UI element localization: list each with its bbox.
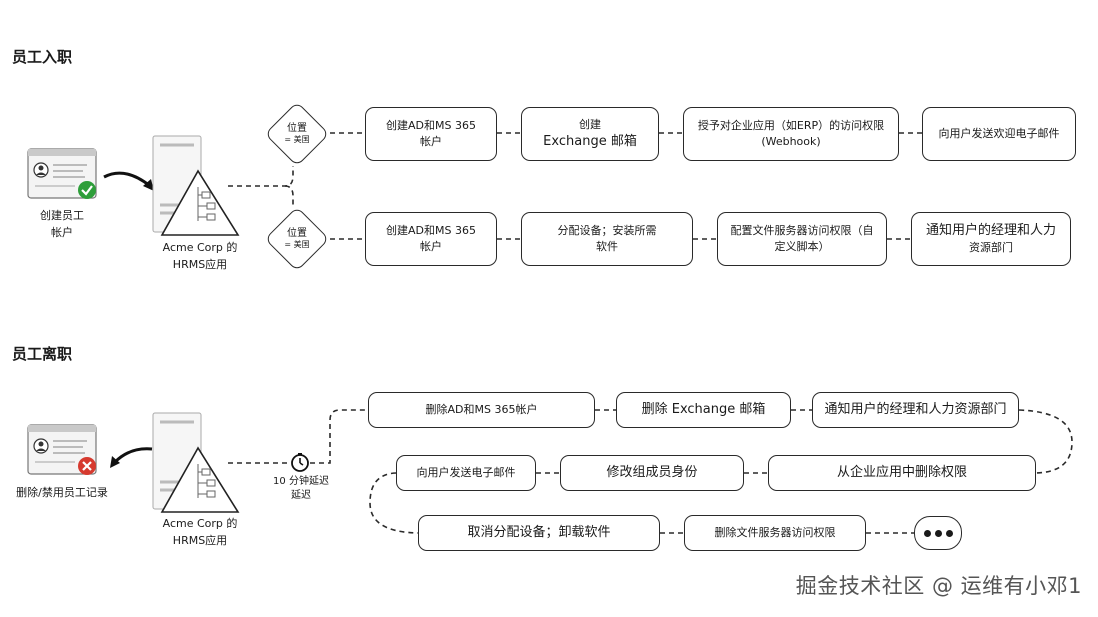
onboarding-title: 员工入职 (12, 48, 73, 66)
send-welcome-email-step: 向用户发送欢迎电子邮件 (922, 107, 1076, 161)
delete-file-server-access-step: 删除文件服务器访问权限 (684, 515, 866, 551)
hrms-app-label-2: Acme Corp 的 HRMS应用 (162, 517, 238, 547)
location-decision-2: 位置 = 美国 (264, 206, 330, 272)
send-email-step: 向用户发送电子邮件 (396, 455, 536, 491)
create-employee-label: 创建员工 帐户 (40, 209, 84, 239)
delete-ad-ms365-account-step: 删除AD和MS 365帐户 (368, 392, 595, 428)
assign-device-install-software-step: 分配设备；安装所需软件 (521, 212, 693, 266)
location-decision-1: 位置 = 美国 (264, 101, 330, 167)
employee-card-cross-icon (27, 424, 97, 475)
employee-card-check-icon (27, 148, 97, 199)
unassign-device-uninstall-software-step: 取消分配设备；卸载软件 (418, 515, 660, 551)
offboarding-title: 员工离职 (12, 345, 73, 363)
notify-manager-hr-step-2: 通知用户的经理和人力资源部门 (812, 392, 1019, 428)
more-steps-ellipsis-icon (914, 516, 962, 550)
delete-employee-label: 删除/禁用员工记录 (16, 486, 108, 499)
modify-group-membership-step: 修改组成员身份 (560, 455, 744, 491)
delete-exchange-mailbox-step: 删除 Exchange 邮箱 (616, 392, 791, 428)
hrms-app-label: Acme Corp 的 HRMS应用 (162, 241, 238, 271)
configure-file-server-access-step: 配置文件服务器访问权限（自定义脚本） (717, 212, 887, 266)
notify-manager-hr-step: 通知用户的经理和人力资源部门 (911, 212, 1071, 266)
grant-enterprise-app-access-step: 授予对企业应用（如ERP）的访问权限(Webhook) (683, 107, 899, 161)
remove-app-permissions-step: 从企业应用中删除权限 (768, 455, 1036, 491)
watermark: 掘金技术社区 @ 运维有小邓1 (795, 574, 1082, 598)
hrms-server-icon-2 (152, 412, 240, 513)
clock-icon (291, 453, 309, 472)
delay-label: 10 分钟延迟 延迟 (273, 476, 329, 501)
hrms-server-icon (152, 135, 240, 236)
